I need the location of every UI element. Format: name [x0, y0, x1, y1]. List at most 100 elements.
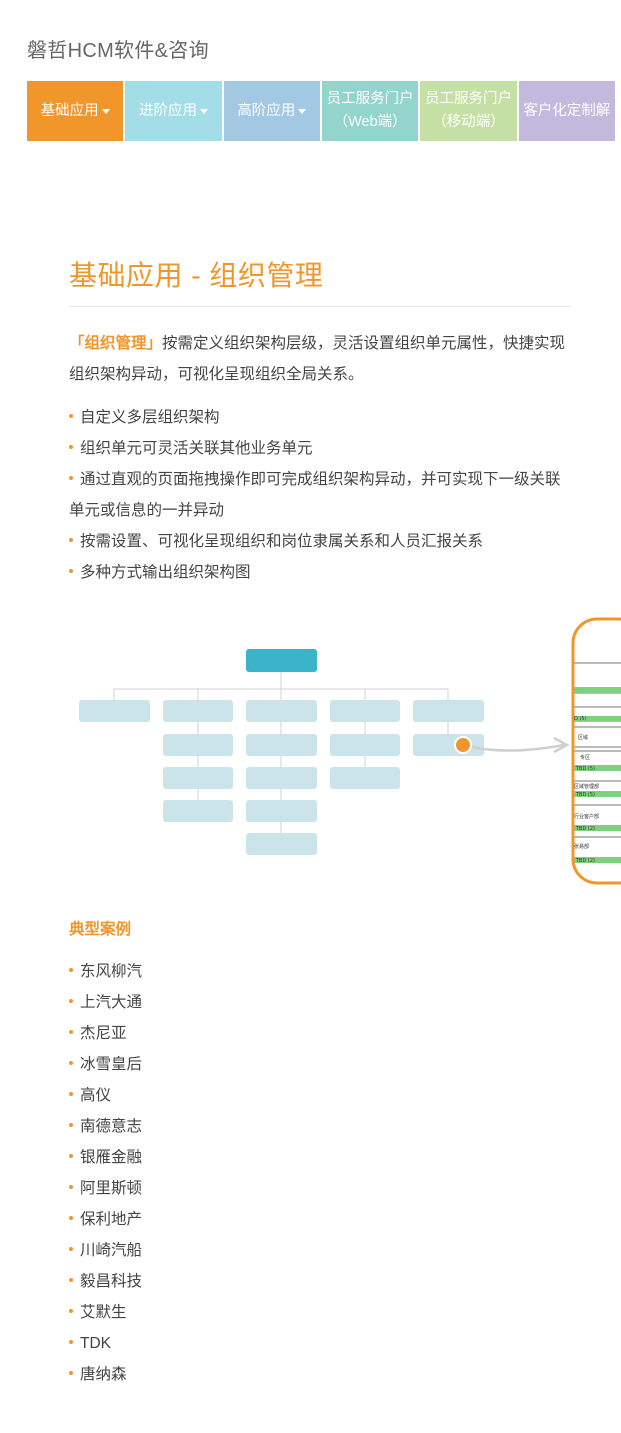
bullet-icon: [69, 414, 73, 419]
bullet-icon: [69, 1278, 73, 1283]
highlight-dot-icon: [454, 736, 472, 754]
intro-highlight: 「组织管理」: [69, 335, 163, 352]
case-name: 上汽大通: [80, 994, 143, 1011]
nav-sublabel: （移动端）: [432, 114, 505, 130]
nav-label: 基础应用: [40, 102, 99, 119]
list-item-text: 组织单元可灵活关联其他业务单元: [80, 440, 313, 457]
bullet-icon: [69, 1092, 73, 1097]
list-item: 保利地产: [69, 1204, 142, 1235]
list-item: 毅昌科技: [69, 1266, 142, 1297]
nav-label: 高阶应用: [237, 102, 296, 119]
list-item-text: 多种方式输出组织架构图: [80, 564, 251, 581]
case-name: 银雁金融: [80, 1149, 143, 1166]
list-item: TDK: [69, 1328, 142, 1359]
nav-label: 进阶应用: [138, 102, 197, 119]
caret-down-icon: [199, 108, 208, 114]
bullet-icon: [69, 1247, 73, 1252]
org-chart-illustration: D (5) 区域 专区 TBD (5) 区域管理部 TBD (5) 行业客户部 …: [79, 617, 621, 885]
bullet-icon: [69, 1154, 73, 1159]
bullet-icon: [69, 476, 73, 481]
bullet-icon: [69, 1309, 73, 1314]
list-item: 多种方式输出组织架构图: [69, 557, 571, 588]
bullet-icon: [69, 1340, 73, 1345]
zoom-label: TBD (2): [575, 826, 595, 832]
case-name: 杰尼亚: [80, 1025, 127, 1042]
zoom-lens: D (5) 区域 专区 TBD (5) 区域管理部 TBD (5) 行业客户部 …: [571, 617, 621, 885]
page-title: 基础应用 - 组织管理: [69, 260, 324, 291]
bullet-icon: [69, 1216, 73, 1221]
caret-down-icon: [298, 108, 307, 114]
list-item-text: 通过直观的页面拖拽操作即可完成组织架构异动，并可实现下一级关联单元或信息的一并异…: [69, 471, 561, 519]
list-item: 南德意志: [69, 1111, 142, 1142]
list-item: 杰尼亚: [69, 1018, 142, 1049]
zoom-label: 专区: [580, 754, 590, 761]
arrow-icon: [471, 743, 565, 752]
case-name: 毅昌科技: [80, 1273, 143, 1290]
bullet-icon: [69, 1123, 73, 1128]
bullet-icon: [69, 569, 73, 574]
zoom-label: D (5): [574, 716, 587, 722]
bullet-icon: [69, 1371, 73, 1376]
caret-down-icon: [101, 108, 110, 114]
org-connector-lines: [113, 672, 449, 833]
case-name: 东风柳汽: [80, 963, 143, 980]
title-divider: [69, 306, 571, 307]
zoom-label: TBD (2): [575, 858, 595, 864]
list-item: 冰雪皇后: [69, 1049, 142, 1080]
list-item: 通过直观的页面拖拽操作即可完成组织架构异动，并可实现下一级关联单元或信息的一并异…: [69, 464, 571, 526]
intro-text: 按需定义组织架构层级，灵活设置组织单元属性，快捷实现组织架构异动，可视化呈现组织…: [69, 335, 566, 383]
list-item: 唐纳森: [69, 1359, 142, 1390]
main-nav: 基础应用 进阶应用 高阶应用 员工服务门户 （Web端） 员工服务门户 （移动端…: [27, 81, 615, 141]
bullet-icon: [69, 1185, 73, 1190]
case-name: 高仪: [80, 1087, 112, 1104]
nav-portal-mobile[interactable]: 员工服务门户 （移动端）: [420, 81, 517, 141]
nav-label: 客户化定制解: [523, 102, 611, 119]
cases-title: 典型案例: [69, 921, 132, 938]
bullet-icon: [69, 1030, 73, 1035]
org-top-node: [246, 649, 317, 672]
nav-label: 员工服务门户: [424, 91, 512, 107]
list-item: 上汽大通: [69, 987, 142, 1018]
case-name: 南德意志: [80, 1118, 143, 1135]
intro-paragraph: 「组织管理」按需定义组织架构层级，灵活设置组织单元属性，快捷实现组织架构异动，可…: [69, 328, 571, 390]
zoom-label: 区域: [578, 734, 588, 741]
nav-premium-apps[interactable]: 高阶应用: [223, 81, 320, 141]
org-child-nodes: [79, 700, 484, 855]
case-name: 保利地产: [80, 1211, 143, 1228]
case-name: 唐纳森: [80, 1366, 127, 1383]
bullet-icon: [69, 538, 73, 543]
nav-basic-apps[interactable]: 基础应用: [27, 81, 124, 141]
list-item: 组织单元可灵活关联其他业务单元: [69, 433, 571, 464]
case-name: 阿里斯顿: [80, 1180, 143, 1197]
bullet-icon: [69, 968, 73, 973]
feature-list: 自定义多层组织架构 组织单元可灵活关联其他业务单元 通过直观的页面拖拽操作即可完…: [69, 402, 571, 588]
site-brand[interactable]: 磐哲HCM软件&咨询: [27, 40, 209, 62]
list-item: 艾默生: [69, 1297, 142, 1328]
list-item-text: 自定义多层组织架构: [80, 409, 220, 426]
case-name: 艾默生: [80, 1304, 127, 1321]
case-name: 川崎汽船: [80, 1242, 143, 1259]
zoom-label: 张易部: [574, 843, 589, 850]
list-item: 东风柳汽: [69, 956, 142, 987]
zoom-label: TBD (5): [575, 766, 595, 772]
list-item-text: 按需设置、可视化呈现组织和岗位隶属关系和人员汇报关系: [80, 533, 484, 550]
list-item: 高仪: [69, 1080, 142, 1111]
list-item: 银雁金融: [69, 1142, 142, 1173]
list-item: 按需设置、可视化呈现组织和岗位隶属关系和人员汇报关系: [69, 526, 571, 557]
bullet-icon: [69, 1061, 73, 1066]
nav-label: 员工服务门户: [326, 91, 414, 107]
list-item: 自定义多层组织架构: [69, 402, 571, 433]
nav-advanced-apps[interactable]: 进阶应用: [125, 81, 222, 141]
list-item: 川崎汽船: [69, 1235, 142, 1266]
nav-portal-web[interactable]: 员工服务门户 （Web端）: [321, 81, 419, 141]
zoom-label: 区域管理部: [574, 783, 599, 790]
list-item: 阿里斯顿: [69, 1173, 142, 1204]
bullet-icon: [69, 999, 73, 1004]
nav-sublabel: （Web端）: [333, 114, 407, 130]
bullet-icon: [69, 445, 73, 450]
zoom-label: TBD (5): [575, 792, 595, 798]
nav-customization[interactable]: 客户化定制解: [518, 81, 615, 141]
zoom-label: 行业客户部: [574, 813, 599, 820]
case-name: TDK: [80, 1335, 111, 1352]
case-name: 冰雪皇后: [80, 1056, 143, 1073]
